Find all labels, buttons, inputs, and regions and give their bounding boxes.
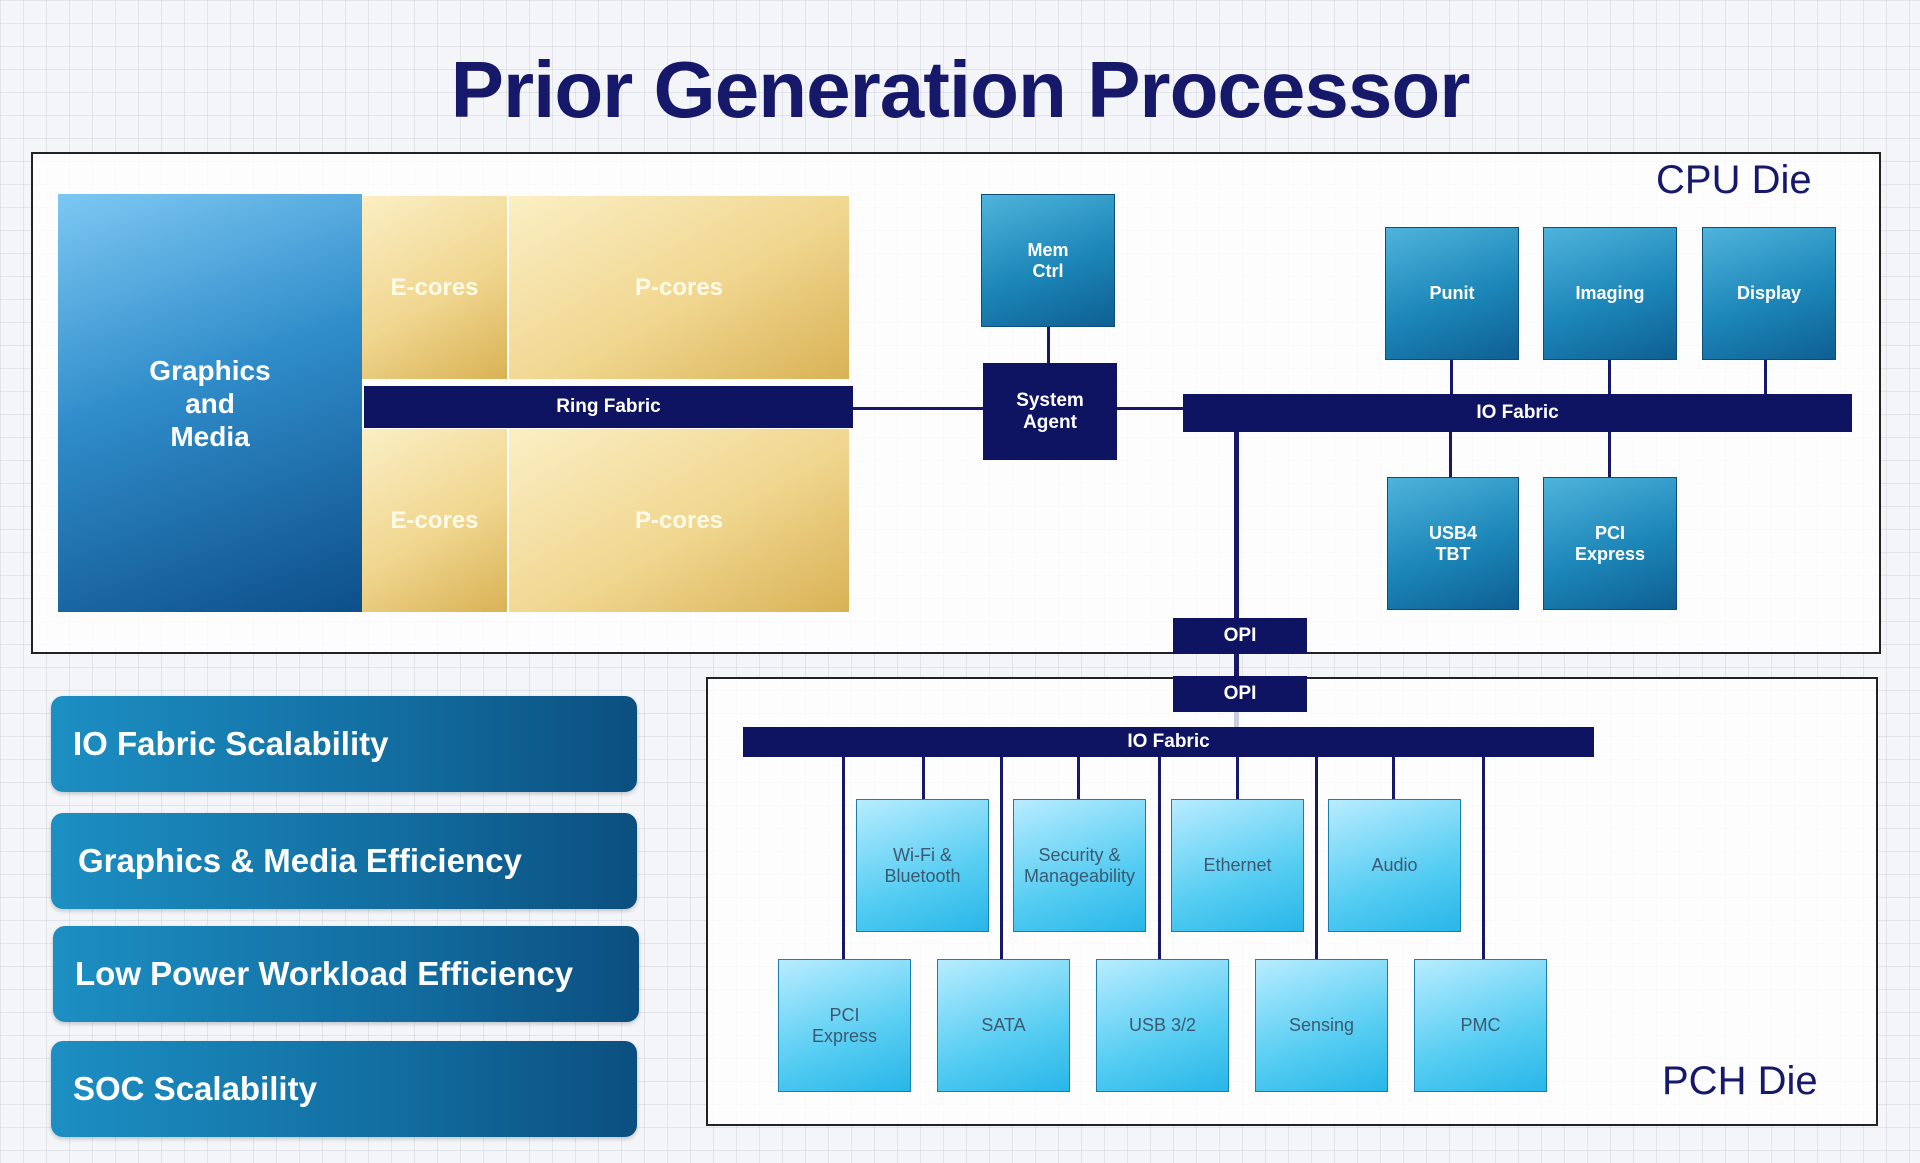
pcores-top: P-cores — [509, 196, 849, 379]
connector-imaging — [1608, 360, 1611, 395]
connector-sa-iofabric — [1116, 407, 1184, 410]
connector-memctrl-sa — [1047, 327, 1050, 363]
graphics-media-block: Graphics and Media — [58, 194, 362, 612]
connector-pch-pci — [842, 757, 845, 959]
connector-pch-security — [1077, 757, 1080, 799]
imaging-block: Imaging — [1543, 227, 1677, 360]
usb4-tbt-block: USB4 TBT — [1387, 477, 1519, 610]
security-manageability-block: Security & Manageability — [1013, 799, 1146, 932]
connector-pch-sensing — [1315, 757, 1318, 959]
pcores-bottom: P-cores — [509, 429, 849, 612]
sata-block: SATA — [937, 959, 1070, 1092]
connector-pch-audio — [1392, 757, 1395, 799]
connector-punit — [1450, 360, 1453, 395]
mem-ctrl-block: Mem Ctrl — [981, 194, 1115, 327]
connector-iofabric-opi — [1234, 430, 1239, 620]
cpu-die-label: CPU Die — [1656, 158, 1812, 202]
connector-display — [1764, 360, 1767, 395]
cpu-io-fabric: IO Fabric — [1183, 394, 1852, 432]
page-title: Prior Generation Processor — [450, 45, 1471, 134]
cpu-pci-express-block: PCI Express — [1543, 477, 1677, 610]
feature-io-fabric-scalability: IO Fabric Scalability — [51, 696, 637, 792]
pch-pci-express-block: PCI Express — [778, 959, 911, 1092]
pch-die-label: PCH Die — [1662, 1059, 1818, 1103]
feature-low-power-workload-efficiency: Low Power Workload Efficiency — [53, 926, 639, 1022]
ecores-top: E-cores — [362, 196, 507, 379]
connector-pch-usb — [1158, 757, 1161, 959]
cpu-opi-block: OPI — [1173, 618, 1307, 654]
feature-graphics-media-efficiency: Graphics & Media Efficiency — [51, 813, 637, 909]
pch-opi-block: OPI — [1173, 676, 1307, 712]
connector-pch-wifi — [922, 757, 925, 799]
wifi-bluetooth-block: Wi-Fi & Bluetooth — [856, 799, 989, 932]
system-agent-block: System Agent — [983, 363, 1117, 460]
connector-pch-pmc — [1482, 757, 1485, 959]
punit-block: Punit — [1385, 227, 1519, 360]
connector-pch-ethernet — [1236, 757, 1239, 799]
pch-io-fabric: IO Fabric — [743, 727, 1594, 757]
sensing-block: Sensing — [1255, 959, 1388, 1092]
ecores-bottom: E-cores — [362, 429, 507, 612]
connector-usb4 — [1449, 432, 1452, 477]
feature-soc-scalability: SOC Scalability — [51, 1041, 637, 1137]
connector-pch-sata — [1000, 757, 1003, 959]
connector-pci — [1608, 432, 1611, 477]
ring-fabric: Ring Fabric — [364, 386, 853, 428]
connector-opi-opi — [1234, 652, 1239, 678]
connector-ring-sa — [853, 407, 984, 410]
audio-block: Audio — [1328, 799, 1461, 932]
usb-3-2-block: USB 3/2 — [1096, 959, 1229, 1092]
ethernet-block: Ethernet — [1171, 799, 1304, 932]
display-block: Display — [1702, 227, 1836, 360]
pmc-block: PMC — [1414, 959, 1547, 1092]
